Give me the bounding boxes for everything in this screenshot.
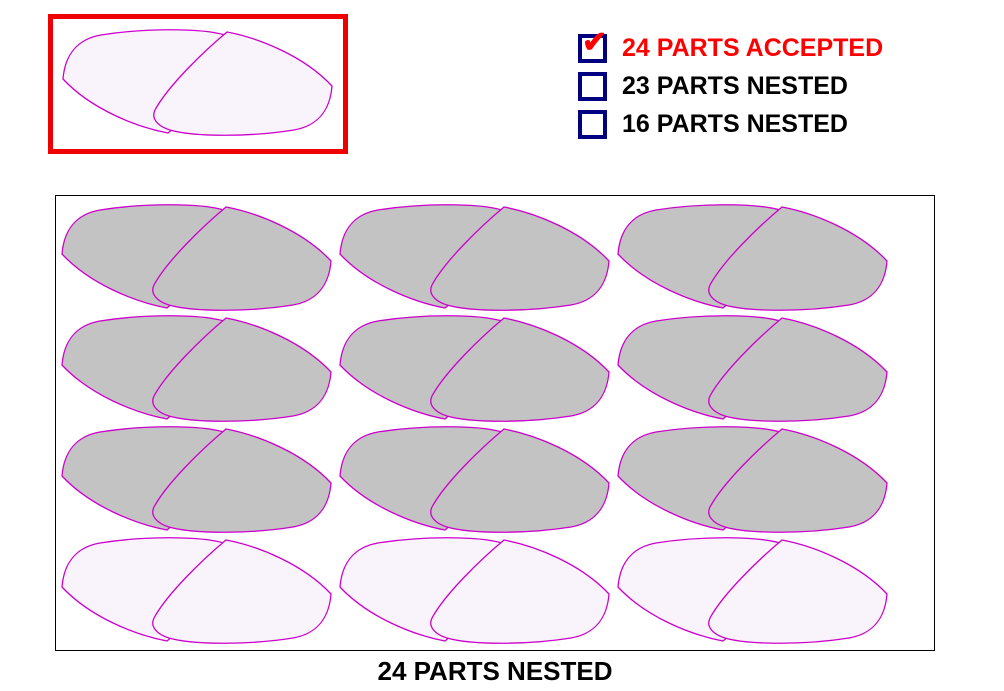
- legend-item-nested-16[interactable]: ✔ 16 PARTS NESTED: [578, 110, 883, 139]
- accepted-checkbox[interactable]: ✔: [578, 28, 607, 63]
- legend-label: 24 PARTS ACCEPTED: [622, 34, 884, 62]
- checkmark-icon: ✔: [582, 26, 608, 59]
- legend-item-accepted[interactable]: ✔ 24 PARTS ACCEPTED: [578, 28, 884, 63]
- nesting-sheet: [55, 195, 935, 651]
- legend-item-nested-23[interactable]: ✔ 23 PARTS NESTED: [578, 72, 883, 101]
- results-legend: ✔ 24 PARTS ACCEPTED ✔ 23 PARTS NESTED ✔ …: [578, 28, 884, 148]
- preview-canvas: [62, 29, 333, 136]
- legend-label: 23 PARTS NESTED: [622, 72, 848, 100]
- nest-caption: 24 PARTS NESTED: [377, 656, 613, 686]
- part-pair-preview: [48, 14, 348, 154]
- nest-canvas: [61, 204, 888, 644]
- nested-23-checkbox[interactable]: ✔: [578, 72, 607, 101]
- legend-label: 16 PARTS NESTED: [622, 110, 848, 138]
- nested-16-checkbox[interactable]: ✔: [578, 110, 607, 139]
